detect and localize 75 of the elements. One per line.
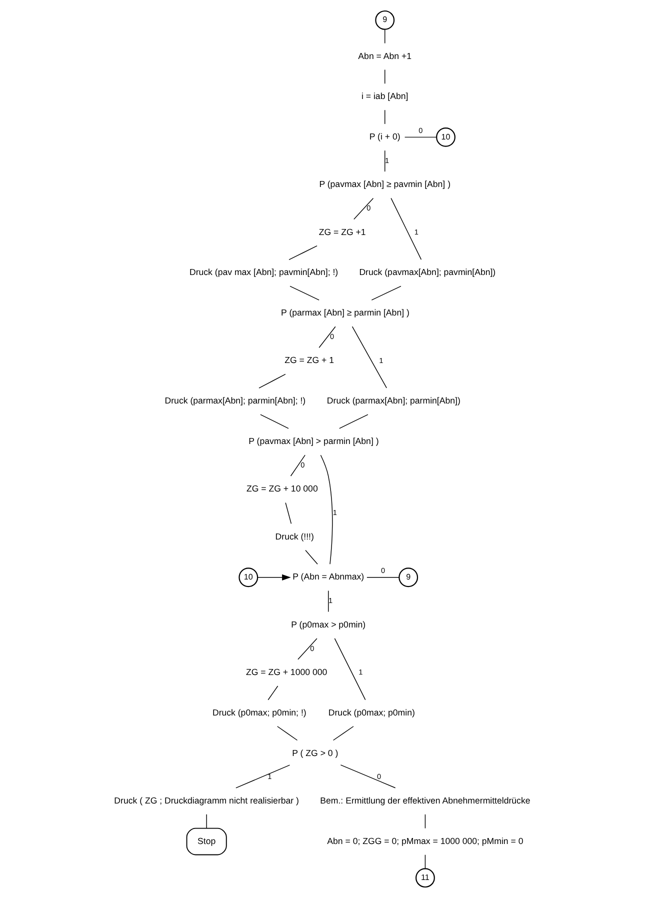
- node-text: ZG = ZG +1: [318, 226, 366, 237]
- connector: [424, 854, 426, 869]
- node-text: Abn = 0; ZGG = 0; pMmax = 1000 000; pMmin = 0: [327, 836, 524, 846]
- connector: [404, 136, 437, 138]
- node-text: Druck ( ZG ; Druckdiagramm nicht realisierbar ): [114, 795, 299, 806]
- edge-label: 1: [268, 772, 272, 782]
- connector: [334, 638, 366, 700]
- connector: [352, 326, 387, 388]
- connector: [236, 764, 290, 788]
- connector: [276, 726, 298, 741]
- node-text: Bem.: Ermittlung der effektiven Abnehmermitteldrücke: [320, 795, 530, 806]
- node-text: Druck (parmax[Abn]; parmin[Abn]): [326, 396, 460, 406]
- node-text: ZG = ZG + 10 000: [246, 484, 318, 494]
- edge-label: 1: [332, 508, 338, 518]
- node-text: Druck (pav max [Abn]; pavmin[Abn]; !): [189, 267, 338, 278]
- connector: [384, 29, 386, 44]
- connector: [366, 577, 400, 578]
- connector: [328, 590, 329, 612]
- connector: [332, 726, 354, 741]
- node-text: P (pavmax [Abn] ≥ pavmin [Abn] ): [319, 179, 451, 190]
- edge-label: 1: [328, 596, 333, 606]
- node-box: Stop: [186, 828, 227, 856]
- edge-label: 0: [310, 644, 314, 653]
- node-text: Druck (parmax[Abn]; parmin[Abn]; !): [164, 396, 306, 406]
- node-text: P ( ZG > 0 ): [292, 748, 338, 758]
- edge-label: 0: [376, 772, 382, 782]
- node-text: Druck (pavmax[Abn]; pavmin[Abn]): [359, 267, 496, 278]
- connector: [290, 454, 306, 476]
- connector: [268, 686, 278, 700]
- edge-label: 0: [366, 204, 371, 213]
- connector: [384, 150, 386, 172]
- edge-label: 0: [300, 460, 305, 470]
- node-text: Druck (!!!): [275, 531, 314, 542]
- node-circle: 10: [238, 568, 258, 588]
- node-text: Druck (p0max; p0min; !): [212, 707, 306, 718]
- node-text: P (Abn = Abnmax): [292, 572, 364, 582]
- node-text: Druck (p0max; p0min): [328, 707, 415, 718]
- node-circle: 9: [398, 568, 418, 588]
- connector: [285, 502, 292, 524]
- connector: [258, 374, 286, 388]
- edge-label: 1: [358, 668, 363, 677]
- edge-label: 1: [385, 156, 390, 165]
- connector: [390, 198, 422, 260]
- node-text: i = iab [Abn]: [362, 91, 408, 102]
- node-text: P (i + 0): [369, 131, 400, 142]
- edge-label: 0: [330, 332, 334, 341]
- connector: [340, 764, 396, 788]
- connector: [384, 69, 386, 84]
- connector: [424, 814, 426, 829]
- connector: [384, 110, 386, 124]
- node-text: ZG = ZG + 1: [284, 355, 334, 366]
- edge-label: 1: [414, 227, 418, 236]
- connector: [318, 326, 336, 348]
- connector: [371, 286, 402, 300]
- connector: [305, 550, 318, 565]
- connector: [320, 454, 333, 564]
- arrow: [257, 574, 291, 580]
- edge-label: 1: [379, 356, 384, 365]
- node-circle: 11: [416, 868, 435, 888]
- node-text: ZG = ZG + 1000 000: [246, 667, 328, 678]
- edge-label: 0: [418, 126, 423, 135]
- node-text: P (p0max > p0min): [291, 619, 366, 630]
- connector: [260, 414, 289, 429]
- node-circle: 9: [375, 10, 395, 30]
- connector: [354, 198, 374, 220]
- connector: [339, 414, 368, 429]
- connector: [298, 638, 318, 660]
- connector: [206, 814, 207, 829]
- connector: [288, 245, 318, 260]
- edge-label: 0: [380, 566, 386, 575]
- node-circle: 10: [436, 127, 456, 147]
- node-text: P (parmax [Abn] ≥ parmin [Abn] ): [281, 308, 410, 318]
- node-text: Abn = Abn +1: [358, 50, 412, 61]
- node-text: P (pavmax [Abn] > parmin [Abn] ): [248, 436, 379, 446]
- connector: [290, 286, 320, 300]
